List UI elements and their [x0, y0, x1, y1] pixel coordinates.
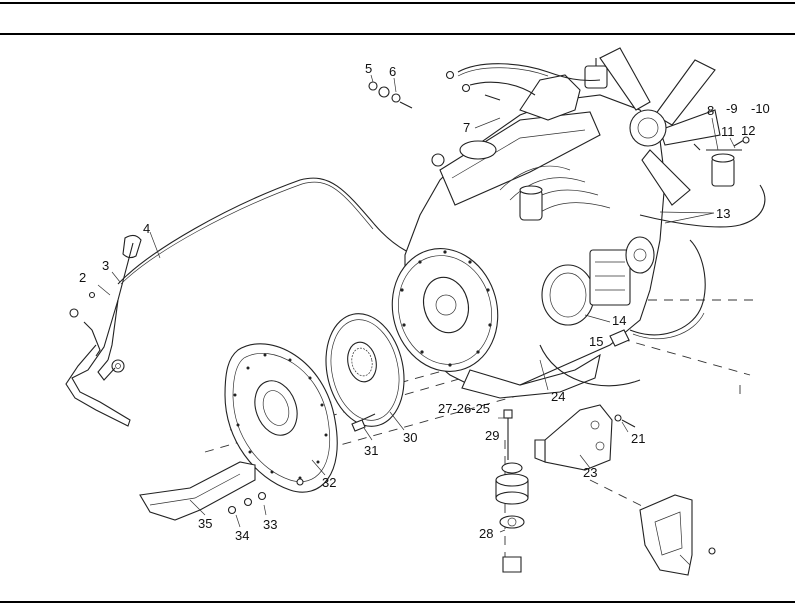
flywheel — [325, 313, 405, 427]
engine-mount-bracket-left — [639, 494, 716, 576]
callout-32: 32 — [322, 475, 336, 490]
coolant-hoses — [539, 184, 766, 387]
callout-35: 35 — [198, 516, 212, 531]
callout-30: 30 — [403, 430, 417, 445]
engine-mount-isolator — [495, 409, 529, 573]
cooling-fan — [599, 47, 721, 206]
callout-9: -9 — [726, 101, 738, 116]
engine-mount-bracket-right — [534, 404, 636, 471]
callout-12: 12 — [741, 123, 755, 138]
callout-6: 6 — [389, 64, 396, 79]
callout-33: 33 — [263, 517, 277, 532]
callout-15: 15 — [589, 334, 603, 349]
flywheel-bolt-31 — [351, 413, 376, 432]
callout-4: 4 — [143, 221, 150, 236]
header-separator-line — [0, 33, 795, 35]
callout-31: 31 — [364, 443, 378, 458]
callout-3: 3 — [102, 258, 109, 273]
accelerator-linkage — [65, 234, 142, 427]
callout-34: 34 — [235, 528, 249, 543]
callout-28: 28 — [479, 526, 493, 541]
callout-27-26-25: 27-26-25 — [438, 401, 490, 416]
engine-assembly — [391, 58, 666, 399]
callout-29: 29 — [485, 428, 499, 443]
bottom-border-line — [0, 601, 795, 603]
fuel-filter — [693, 136, 750, 187]
callout-14: 14 — [612, 313, 626, 328]
callout-2: 2 — [79, 270, 86, 285]
callout-24: 24 — [551, 389, 565, 404]
callout-7: 7 — [463, 120, 470, 135]
callout-21: 21 — [631, 431, 645, 446]
leader-lines — [97, 74, 736, 566]
callout-11: 11 — [721, 124, 735, 139]
callout-5: 5 — [365, 61, 372, 76]
callout-8: 8 — [707, 103, 714, 118]
bolt-washer-set-5-6 — [368, 81, 413, 109]
callout-10: -10 — [751, 101, 770, 116]
drain-plug-15 — [609, 329, 630, 347]
bottom-support-bracket — [139, 461, 304, 521]
callout-23: 23 — [583, 465, 597, 480]
callout-13: 13 — [716, 206, 730, 221]
throttle-cable — [117, 177, 441, 285]
fuel-lines — [445, 63, 601, 101]
top-border-line — [0, 2, 795, 4]
callout-labels: 2 3 4 5 6 7 8 -9 -10 11 12 13 14 15 21 2… — [79, 61, 770, 543]
